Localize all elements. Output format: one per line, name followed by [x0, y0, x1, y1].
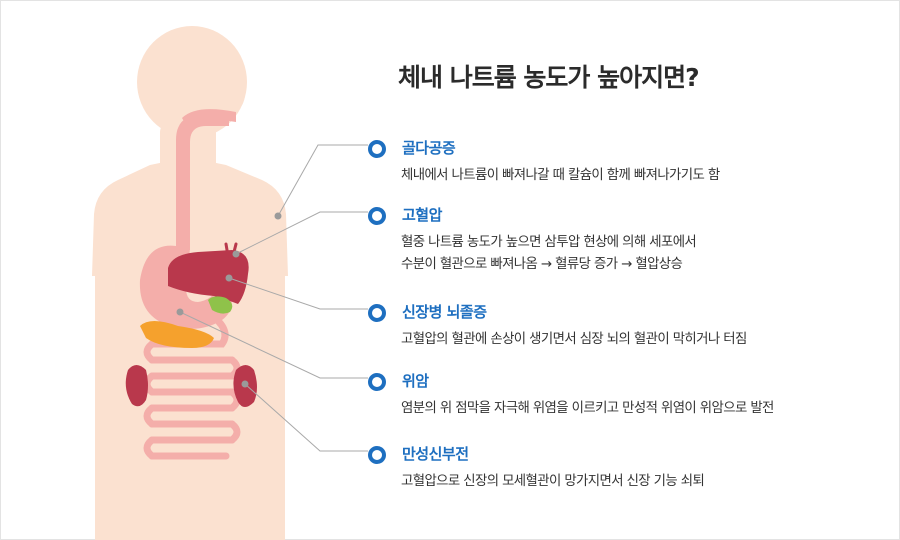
bullet-icon [368, 207, 386, 225]
pancreas [140, 321, 214, 348]
bullet-icon [368, 446, 386, 464]
bullet-icon [368, 140, 386, 158]
gallbladder [208, 296, 233, 314]
effect-heading: 만성신부전 [402, 445, 469, 463]
effect-description: 고혈압으로 신장의 모세혈관이 망가지면서 신장 기능 쇠퇴 [401, 471, 705, 493]
small-intestine [143, 310, 241, 460]
bullet-icon [368, 373, 386, 391]
effect-heading: 고혈압 [402, 206, 442, 224]
description-line: 고혈압으로 신장의 모세혈관이 망가지면서 신장 기능 쇠퇴 [401, 474, 705, 489]
leader-dots [176, 212, 282, 388]
effect-heading: 골다공증 [402, 139, 456, 157]
description-line: 체내에서 나트륨이 빠져나갈 때 칼슘이 함께 빠져나가기도 함 [401, 168, 720, 183]
description-line: 고혈압의 혈관에 손상이 생기면서 심장 뇌의 혈관이 막히거나 터짐 [401, 332, 747, 347]
effect-heading: 신장병 뇌졸증 [402, 303, 487, 321]
liver [168, 250, 249, 304]
esophagus [176, 114, 229, 250]
kidney-left [125, 365, 148, 407]
effect-description: 혈중 나트륨 농도가 높으면 삼투압 현상에 의해 세포에서 수분이 혈관으로 … [401, 232, 697, 276]
leader-lines [179, 144, 368, 452]
effect-description: 체내에서 나트륨이 빠져나갈 때 칼슘이 함께 빠져나가기도 함 [401, 165, 720, 187]
description-line: 수분이 혈관으로 빠져나옴 → 혈류당 증가 → 혈압상승 [401, 257, 683, 272]
bullet-icon [368, 304, 386, 322]
description-line: 혈중 나트륨 농도가 높으면 삼투압 현상에 의해 세포에서 [401, 235, 697, 250]
description-line: 염분의 위 점막을 자극해 위염을 이르키고 만성적 위염이 위암으로 발전 [401, 401, 774, 416]
page-title: 체내 나트륨 농도가 높아지면? [398, 63, 700, 92]
effect-description: 염분의 위 점막을 자극해 위염을 이르키고 만성적 위염이 위암으로 발전 [401, 398, 774, 420]
effect-heading: 위암 [402, 372, 429, 390]
effect-description: 고혈압의 혈관에 손상이 생기면서 심장 뇌의 혈관이 막히거나 터짐 [401, 329, 747, 351]
